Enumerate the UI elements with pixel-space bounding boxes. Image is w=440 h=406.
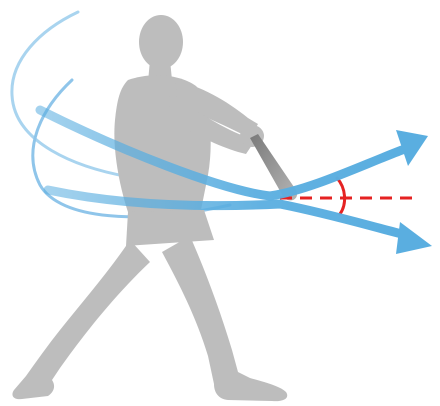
launch-angle-arc [337, 178, 345, 214]
lower-trajectory-arrow [48, 190, 432, 254]
